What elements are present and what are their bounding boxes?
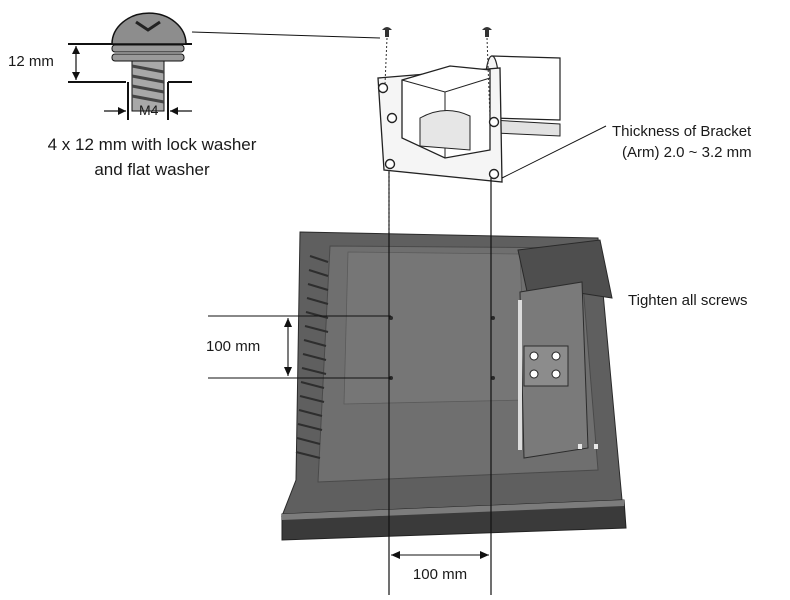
port <box>578 444 582 449</box>
bracket-hole <box>384 158 396 170</box>
monitor-back <box>281 231 627 541</box>
screw-spec-line1: 4 x 12 mm with lock washer <box>48 135 257 154</box>
thread-size-label: M4 <box>139 102 159 118</box>
vesa-hole <box>491 376 495 380</box>
screw-detail: 12 mm M4 4 x 12 mm with lock washer and … <box>8 12 381 179</box>
monitor-base-edge <box>281 499 627 541</box>
screw-spec-line2: and flat washer <box>94 160 210 179</box>
arm-bracket: Thickness of Bracket (Arm) 2.0 ~ 3.2 mm <box>377 27 752 183</box>
screw-length-label: 12 mm <box>8 53 54 70</box>
vesa-hole <box>491 316 495 320</box>
loose-screw <box>482 27 492 37</box>
bracket-hole <box>488 168 500 180</box>
vertical-spacing-label: 100 mm <box>206 338 260 355</box>
horizontal-spacing-label: 100 mm <box>413 566 467 583</box>
bracket-hole <box>377 82 389 94</box>
vent-slots <box>295 255 329 459</box>
arm-tube <box>491 55 561 121</box>
stand-latch <box>523 345 569 387</box>
bracket-hole <box>386 112 398 124</box>
bracket-hole <box>488 116 500 128</box>
lock-washer <box>111 44 185 53</box>
tighten-screws-label: Tighten all screws <box>628 292 748 309</box>
flat-washer <box>111 53 185 62</box>
bracket-thickness-line1: Thickness of Bracket <box>612 123 752 140</box>
port <box>594 444 598 449</box>
vesa-hole <box>389 316 393 320</box>
loose-screw <box>382 27 392 37</box>
bracket-thickness-line2: (Arm) 2.0 ~ 3.2 mm <box>622 144 752 161</box>
alignment-lines: 100 mm 100 mm <box>206 170 492 595</box>
